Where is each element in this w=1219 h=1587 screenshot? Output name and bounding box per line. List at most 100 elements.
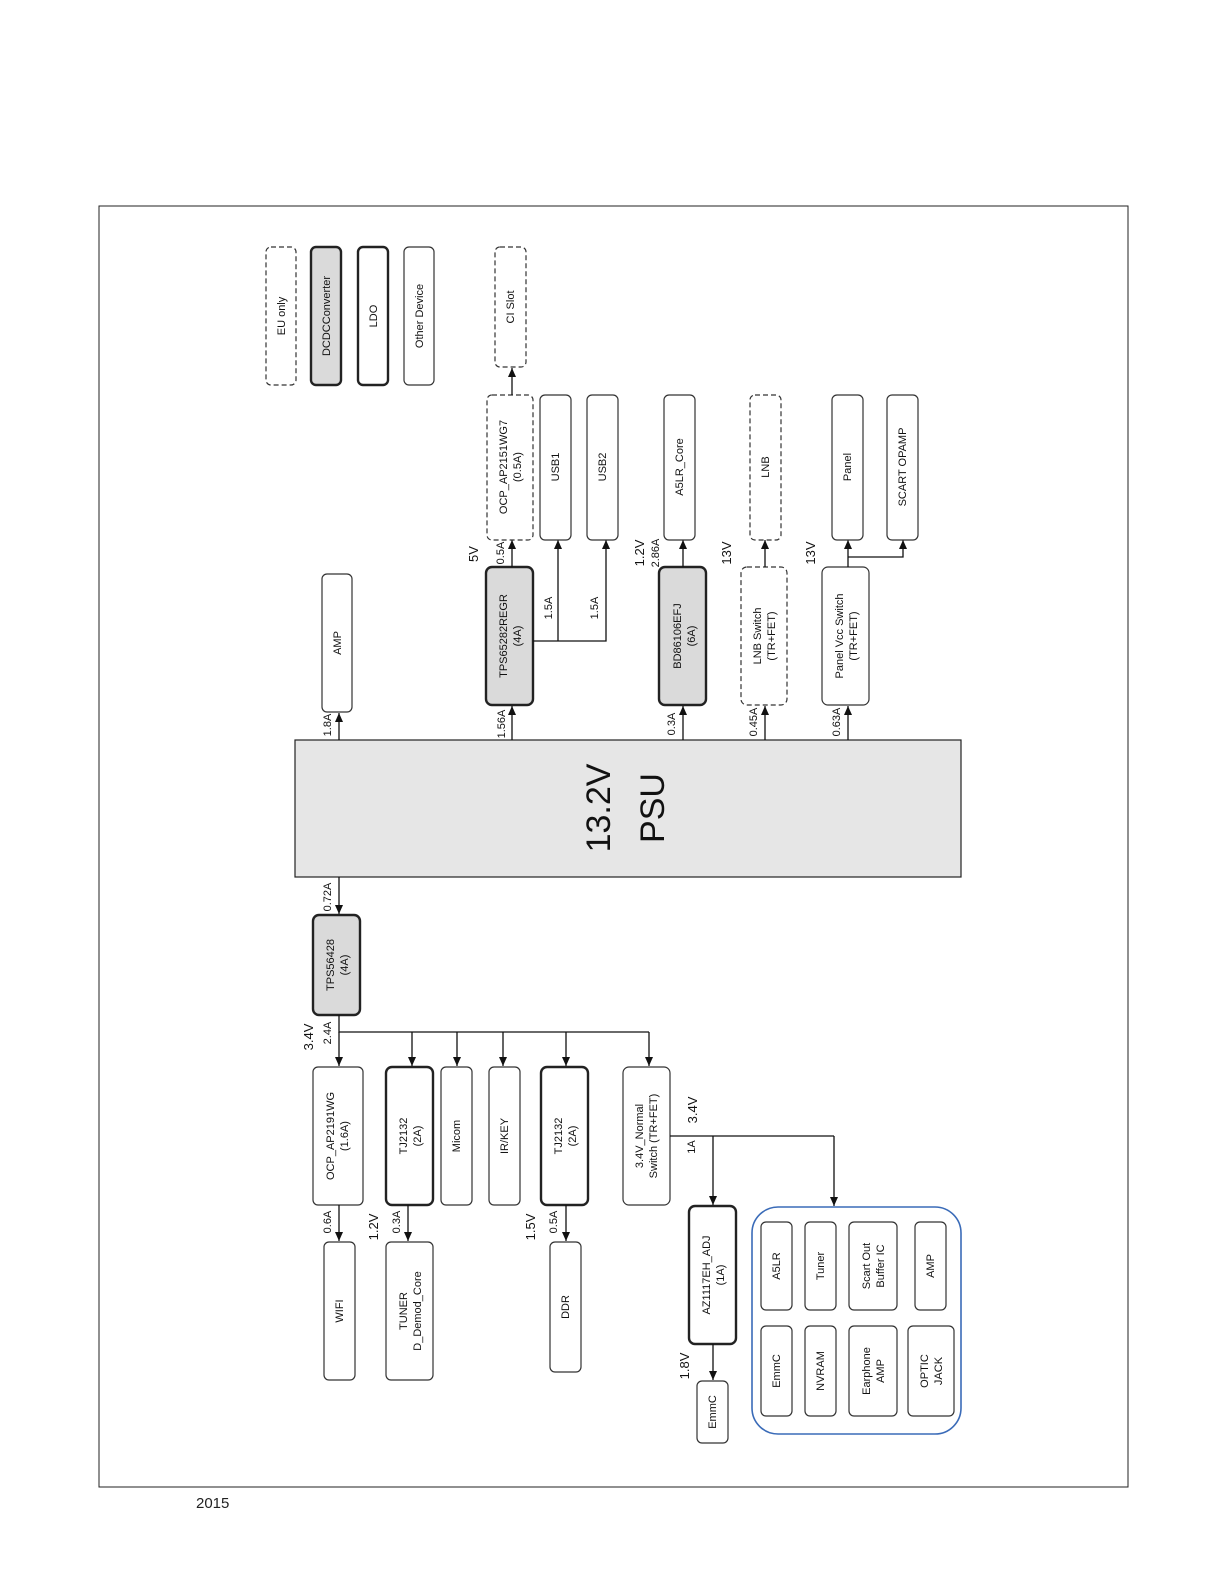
- psu-voltage: 13.2V: [580, 763, 618, 852]
- normal-voltage: 3.4V: [685, 1096, 700, 1123]
- group-emmc: EmmC: [771, 1354, 783, 1388]
- a5lr-core-box: [663, 394, 696, 541]
- page-footer-year: 2015: [196, 1495, 230, 1512]
- legend-ldo: LDO: [368, 304, 380, 327]
- group-amp: AMP: [925, 1254, 937, 1278]
- group-optic-jack-line2: JACK: [933, 1356, 945, 1385]
- tps65282-out-voltage: 5V: [466, 546, 481, 562]
- panel-label: Panel: [842, 453, 854, 481]
- legend-eu-only: EU only: [276, 296, 288, 335]
- ocp-ap2191-box: [312, 1066, 364, 1206]
- psu-box: [294, 739, 962, 878]
- ocp-ap2191-name: OCP_AP2191WG: [325, 1092, 337, 1180]
- group-nvram: NVRAM: [815, 1351, 827, 1391]
- ci-slot-label: CI Slot: [505, 290, 517, 323]
- az1117-rating: (1A): [715, 1265, 727, 1286]
- tj2132-b-rating: (2A): [567, 1126, 579, 1147]
- bd86106-out-current: 2.86A: [650, 538, 662, 567]
- panel-box: [831, 394, 864, 541]
- tuner-core-box: [385, 1241, 434, 1381]
- normal-switch-box: [622, 1066, 671, 1206]
- wifi-label: WIFI: [334, 1299, 346, 1322]
- group-a5lr-box: [760, 1221, 793, 1311]
- tps65282-rating: (4A): [512, 626, 524, 647]
- tj2132-a-rating: (2A): [412, 1126, 424, 1147]
- lnb-box: [749, 394, 782, 541]
- psu-name: PSU: [634, 773, 672, 843]
- group-earphone-amp-box: [848, 1325, 898, 1417]
- az1117-name: AZ1117EH_ADJ: [701, 1235, 713, 1314]
- tj2132-b-box: [539, 1065, 590, 1207]
- group-earphone-amp-line2: AMP: [875, 1359, 887, 1383]
- group-earphone-amp-line1: Earphone: [861, 1347, 873, 1395]
- group-scart-buffer-line1: Scart Out: [861, 1243, 873, 1289]
- bd86106-rating: (6A): [686, 626, 698, 647]
- group-scart-buffer-box: [848, 1221, 898, 1311]
- lnb-switch-type: (TR+FET): [766, 611, 778, 660]
- amp-top-current: 1.8A: [322, 713, 334, 736]
- scart-opamp-label: SCART OPAMP: [897, 428, 909, 507]
- tj2132-b-name: TJ2132: [553, 1118, 565, 1155]
- group-optic-jack-box: [907, 1325, 955, 1417]
- scart-opamp-box: [886, 394, 919, 541]
- ci-slot-box: [494, 246, 527, 368]
- tuner-core-line2: D_Demod_Core: [412, 1271, 424, 1350]
- tuner-voltage: 1.2V: [366, 1213, 381, 1240]
- ocp-ap2151-rating: (0.5A): [512, 452, 524, 482]
- usb2-label: USB2: [597, 453, 609, 482]
- ddr-label: DDR: [560, 1295, 572, 1319]
- legend-eu-only-box: [265, 246, 297, 386]
- wifi-current: 0.6A: [322, 1210, 334, 1233]
- micom-label: Micom: [451, 1120, 463, 1152]
- ddr-voltage: 1.5V: [523, 1213, 538, 1240]
- panel-out-voltage: 13V: [803, 541, 818, 564]
- group-optic-jack-line1: OPTIC: [919, 1354, 931, 1388]
- tps56428-rating: (4A): [339, 955, 351, 976]
- ddr-box: [549, 1241, 582, 1373]
- usb1-current: 1.5A: [543, 596, 555, 619]
- usb1-label: USB1: [550, 453, 562, 482]
- normal-switch-type: Switch (TR+FET): [648, 1094, 660, 1179]
- tj2132-a-box: [384, 1065, 435, 1207]
- tps56428-out-current: 2.4A: [322, 1021, 334, 1044]
- amp-top-label: AMP: [332, 631, 344, 655]
- lnb-out-voltage: 13V: [719, 541, 734, 564]
- tuner-current: 0.3A: [391, 1210, 403, 1233]
- panel-switch-in-current: 0.63A: [831, 707, 843, 736]
- tps65282-out-current: 0.5A: [495, 541, 507, 564]
- group-a5lr: A5LR: [771, 1252, 783, 1280]
- lnb-label: LNB: [760, 456, 772, 477]
- bd86106-in-current: 0.3A: [666, 712, 678, 735]
- panel-vcc-switch-name: Panel Vcc Switch: [834, 594, 846, 679]
- emmc-18-voltage: 1.8V: [677, 1352, 692, 1379]
- legend-other-box: [403, 246, 435, 386]
- usb-branch-line: [533, 540, 610, 642]
- group-scart-buffer-line2: Buffer IC: [875, 1244, 887, 1287]
- emmc-18-box: [696, 1380, 729, 1444]
- ir-key-box: [488, 1066, 521, 1206]
- group-tuner-box: [804, 1221, 837, 1311]
- group-emmc-box: [760, 1325, 793, 1417]
- bus-3v4-line: [338, 1015, 649, 1033]
- tps65282-name: TPS65282REGR: [498, 594, 510, 678]
- tj2132-a-name: TJ2132: [398, 1118, 410, 1155]
- legend-dcdc: DCDCConverter: [321, 276, 333, 356]
- bd86106-out-voltage: 1.2V: [632, 539, 647, 566]
- lnb-switch-name: LNB Switch: [752, 608, 764, 665]
- normal-switch-name: 3.4V_Normal: [634, 1104, 646, 1168]
- ir-key-label: IR/KEY: [499, 1117, 511, 1154]
- tps56428-out-voltage: 3.4V: [301, 1023, 316, 1050]
- ocp-ap2191-rating: (1.6A): [339, 1121, 351, 1151]
- a5lr-core-label: A5LR_Core: [674, 438, 686, 495]
- panel-vcc-switch-type: (TR+FET): [848, 611, 860, 660]
- scart-branch-line: [848, 540, 907, 558]
- normal-current: 1A: [686, 1140, 698, 1154]
- lnb-switch-box: [740, 566, 788, 706]
- micom-box: [440, 1066, 473, 1206]
- legend: EU only DCDCConverter LDO Other Device: [265, 245, 435, 387]
- tuner-core-line1: TUNER: [398, 1292, 410, 1330]
- usb2-box: [586, 394, 619, 541]
- group-tuner: Tuner: [815, 1252, 827, 1281]
- emmc-18-label: EmmC: [707, 1395, 719, 1429]
- ddr-current: 0.5A: [548, 1210, 560, 1233]
